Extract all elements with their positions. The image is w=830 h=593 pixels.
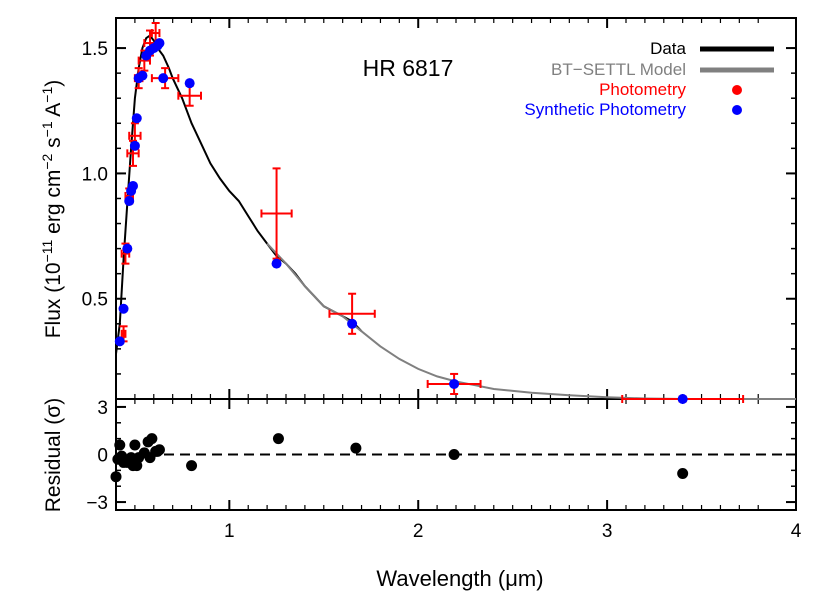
synthetic-photometry-point [122, 243, 133, 254]
residual-point [129, 439, 141, 451]
synthetic-photometry-point [124, 195, 135, 206]
synthetic-photometry-point [118, 303, 129, 314]
flux-ytick-label: 1.5 [82, 39, 108, 60]
synthetic-photometry-point [347, 318, 358, 329]
synthetic-photometry-point [184, 78, 195, 89]
residual-axis-ticks: −3 0 3 [86, 398, 796, 514]
residual-point [677, 468, 689, 480]
wavelength-tick-label: 2 [413, 521, 424, 542]
residual-point [110, 471, 122, 483]
wavelength-axis-ticks: 1 2 3 4 [134, 18, 802, 542]
legend-label: Data [650, 39, 686, 58]
photometry-point [260, 167, 293, 260]
synthetic-photometry-point [131, 113, 142, 124]
flux-axis-ticks: 0.5 1.0 1.5 [82, 39, 796, 375]
photometry-point [177, 84, 202, 107]
residual-ytick-label: 3 [97, 398, 108, 419]
legend-label: BT−SETTL Model [551, 60, 686, 79]
residual-point [350, 442, 362, 454]
residual-point [153, 444, 165, 456]
synthetic-photometry-point [114, 336, 125, 347]
flux-ytick-label: 0.5 [82, 290, 108, 311]
residual-point [272, 433, 284, 445]
synthetic-photometry-point [137, 70, 148, 81]
wavelength-tick-label: 3 [602, 521, 613, 542]
legend-label: Synthetic Photometry [524, 100, 686, 119]
synthetic-photometry-point [158, 73, 169, 84]
flux-panel-frame [115, 17, 797, 400]
legend-point-swatch [732, 85, 742, 95]
series-line-bt-settl-model [266, 242, 796, 400]
residual-ytick-label: 0 [97, 446, 108, 467]
synthetic-photometry-point [128, 180, 138, 191]
wavelength-tick-label: 4 [791, 521, 802, 542]
residual-axis-label: Residual (σ) [42, 398, 65, 513]
synthetic-photometry-point [129, 140, 140, 151]
synthetic-photometry-point [449, 378, 460, 389]
synthetic-photometry-point [271, 258, 282, 269]
legend-label: Photometry [599, 80, 686, 99]
flux-axis-label: Flux (10−11 erg cm−2 s−1 A−1) [39, 80, 65, 339]
legend-point-swatch [732, 105, 742, 115]
x-axis-label: Wavelength (μm) [376, 566, 543, 591]
residual-ytick-label: −3 [86, 493, 108, 514]
wavelength-tick-label: 1 [224, 521, 235, 542]
residual-point [186, 460, 198, 472]
synthetic-photometry-point [677, 394, 688, 404]
synthetic-photometry-point [154, 38, 165, 49]
series-layer [114, 22, 796, 404]
flux-ytick-label: 1.0 [82, 164, 108, 185]
residual-point [146, 433, 158, 445]
chart-title: HR 6817 [363, 55, 454, 81]
residual-point [114, 439, 126, 451]
residual-layer [110, 433, 689, 483]
